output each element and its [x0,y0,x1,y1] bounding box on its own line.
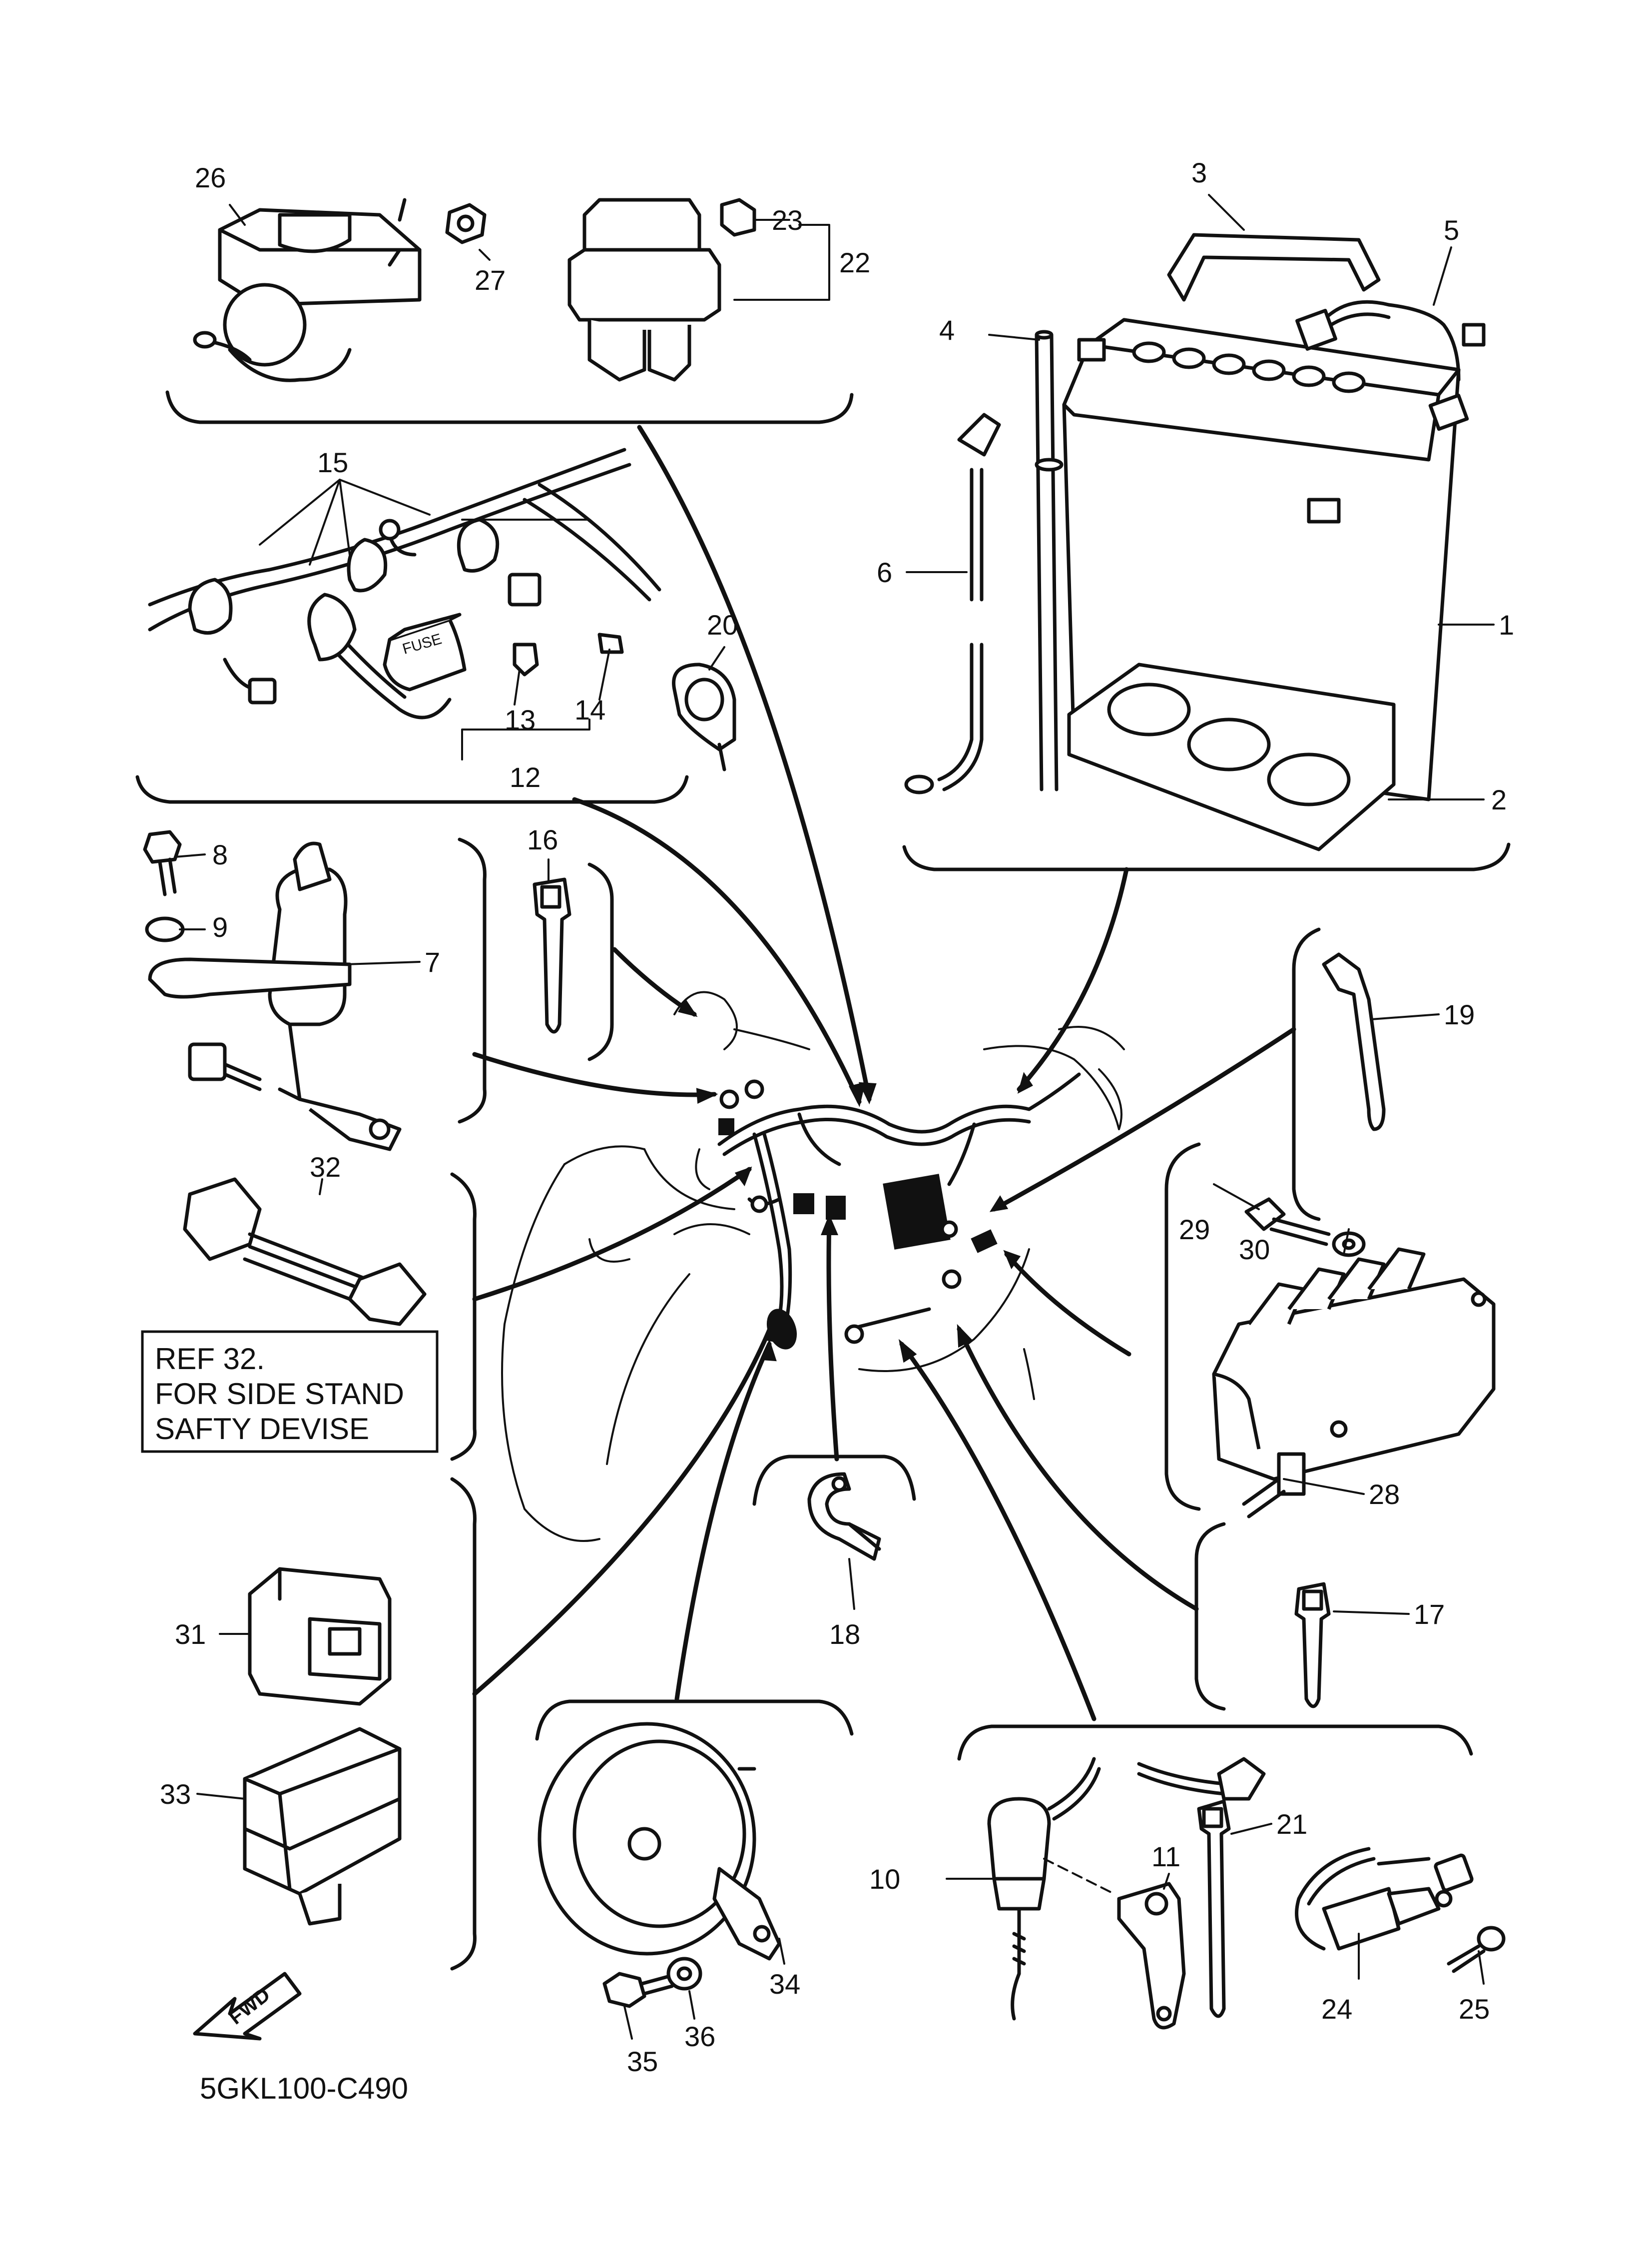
callout-5: 5 [1444,214,1459,246]
relay-part-22 [567,198,721,382]
bolt-part-35 [602,1972,674,2008]
callout-33: 33 [160,1778,191,1810]
callout-23: 23 [772,204,803,236]
cable-clamp-part-20 [672,663,736,771]
nut-part-27 [445,203,487,244]
callout-9: 9 [212,911,228,943]
side-stand-note: REF 32. FOR SIDE STAND SAFTY DEVISE [141,1330,439,1453]
diagram-code: 5GKL100-C490 [200,2072,408,2105]
callout-27: 27 [475,264,506,296]
cable-tie-part-16 [533,877,571,1034]
callout-11: 11 [1151,1841,1180,1872]
callout-30: 30 [1239,1234,1270,1265]
callout-36: 36 [684,2021,715,2052]
washer-part-30 [1332,1231,1366,1257]
main-switch-part-7 [148,841,402,1151]
cable-tie-part-17 [1294,1582,1331,1708]
callout-22: 22 [839,247,870,278]
callout-21: 21 [1276,1808,1307,1840]
callout-35: 35 [627,2046,658,2077]
relay-part-31 [248,1567,392,1706]
note-line-1: REF 32. [155,1342,265,1376]
callout-32: 32 [310,1151,341,1183]
battery-tray-part-2 [1067,663,1396,851]
note-line-3: SAFTY DEVISE [155,1412,369,1446]
callout-26: 26 [195,162,226,193]
callout-8: 8 [212,839,228,870]
section-brackets [135,390,1511,1971]
callout-14: 14 [574,694,605,726]
callout-15: 15 [317,447,348,478]
callout-4: 4 [939,314,955,346]
lead-plugs [1137,1757,1266,1801]
battery-breather-pipe-part-4 [1035,330,1064,791]
frame-outline [501,991,1125,1542]
callout-20: 20 [707,609,738,641]
washer-part-36 [666,1957,702,1991]
fuse-part-23 [720,198,756,237]
callout-10: 10 [869,1863,900,1895]
callout-31: 31 [175,1618,206,1650]
harness-detail-parts-12-15: FUSE [148,448,661,720]
forward-arrow: FWD [193,1972,302,2041]
bolt-part-8 [143,830,182,896]
ignition-coil-part-26 [193,198,422,382]
rectifier-regulator-part-28 [1212,1247,1496,1518]
callout-numbers: 1 2 3 4 5 6 7 8 9 10 11 12 13 14 15 16 1… [160,157,1514,2077]
callout-1: 1 [1499,609,1514,641]
callout-17: 17 [1414,1598,1445,1630]
screw-part-25 [1447,1926,1506,1973]
switch-part-10 [987,1757,1101,2021]
callout-18: 18 [829,1618,860,1650]
callout-28: 28 [1369,1479,1400,1510]
relay-part-33 [243,1727,402,1926]
clamp-part-18 [807,1472,881,1561]
battery-band-part-3 [1167,233,1381,302]
lead-part-32 [183,1177,427,1326]
band-part-19 [1322,952,1386,1131]
callout-3: 3 [1191,157,1207,188]
sensor-part-24 [1295,1847,1474,1951]
callout-24: 24 [1321,1993,1352,2025]
wire-harness-assembly [717,1072,1081,1350]
battery-cell-caps [1132,341,1366,393]
callout-34: 34 [769,1968,800,2000]
cable-tie-part-21 [1197,1799,1231,2018]
callout-7: 7 [425,946,440,978]
washer-part-9 [145,916,185,942]
callout-2: 2 [1491,784,1507,815]
battery-cable-part-6 [904,413,1001,794]
note-line-2: FOR SIDE STAND [155,1377,404,1411]
callout-25: 25 [1459,1993,1490,2025]
callout-13: 13 [505,704,536,736]
callout-29: 29 [1179,1214,1210,1245]
horn-part-34 [538,1722,781,1961]
bracket-part-11 [1043,1858,1186,2030]
callout-16: 16 [527,824,558,855]
battery-lead-part-5 [1295,300,1486,431]
callout-19: 19 [1444,999,1475,1030]
callout-6: 6 [877,557,892,588]
leader-curves [472,425,1296,1721]
callout-12: 12 [510,761,541,793]
callout-leader-lines [174,194,1495,2040]
